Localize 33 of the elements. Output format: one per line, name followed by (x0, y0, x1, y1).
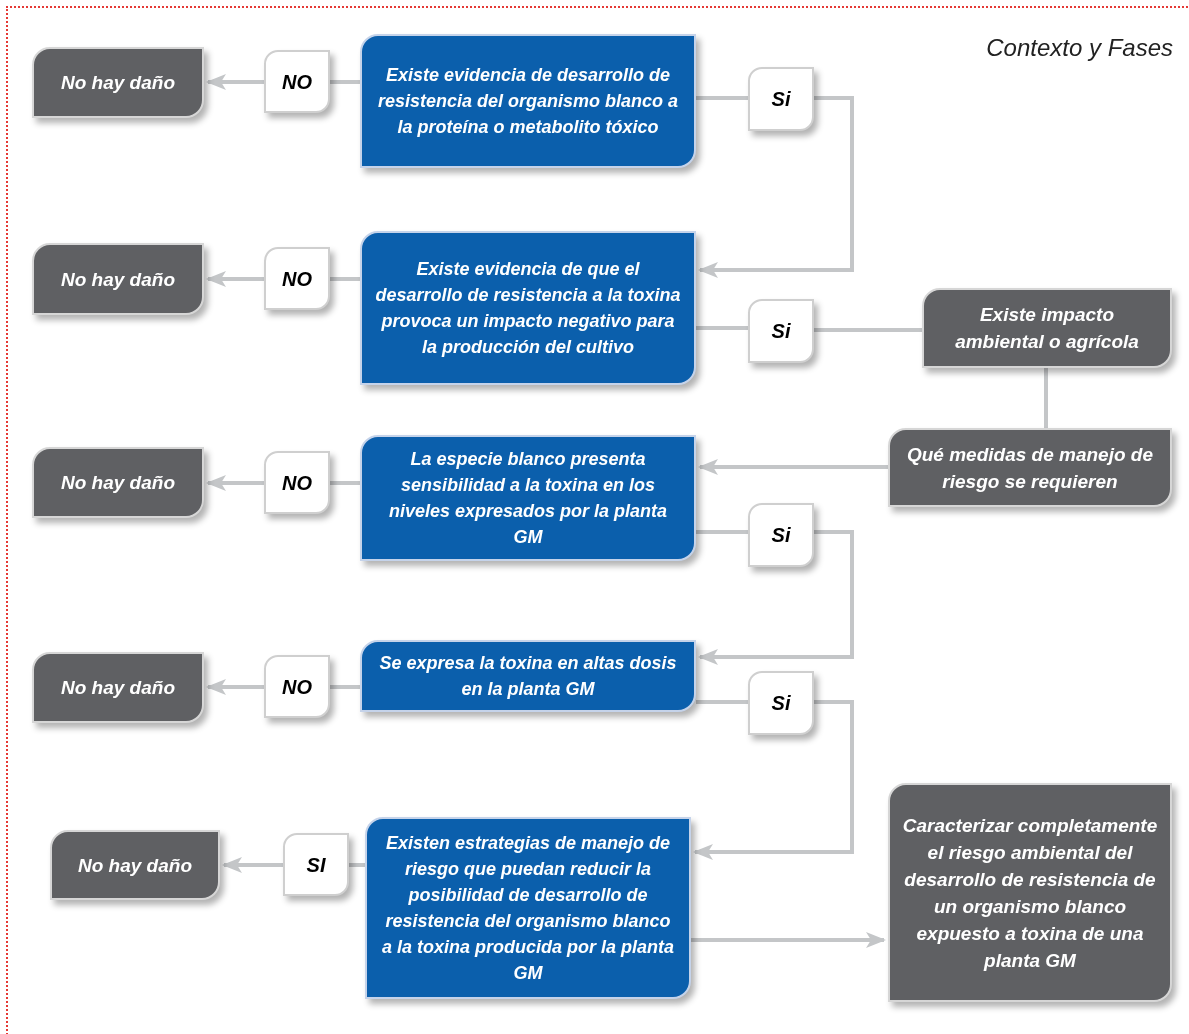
result-box: No hay daño (32, 243, 204, 315)
result-box: Caracterizar completamente el riesgo ambiental del desarrollo de resistencia de un organismo blanco expuesto a toxina de una planta GM (888, 783, 1172, 1002)
question-box: La especie blanco presenta sensibilidad a la toxina en los niveles expresados por la planta GM (360, 435, 696, 561)
connector-arrow (698, 96, 854, 278)
connector-arrow (206, 271, 264, 287)
answer-box: Si (748, 503, 814, 567)
connector-arrow (206, 475, 264, 491)
connector-arrow (691, 932, 886, 948)
result-box: No hay daño (32, 47, 204, 118)
result-box: No hay daño (32, 652, 204, 723)
answer-box: NO (264, 655, 330, 718)
question-box: Se expresa la toxina en altas dosis en la planta GM (360, 640, 696, 712)
connector-arrow (206, 74, 264, 90)
answer-box: Si (748, 67, 814, 131)
connector-arrow (698, 530, 854, 665)
result-box: No hay daño (32, 447, 204, 518)
connector-arrow (206, 679, 264, 695)
connector-arrow (693, 700, 854, 860)
question-box: Existen estrategias de manejo de riesgo que puedan reducir la posibilidad de desarrollo de resistencia del organismo blanco a la toxina producida por la planta GM (365, 817, 691, 999)
answer-box: Si (748, 671, 814, 735)
answer-box: NO (264, 50, 330, 113)
answer-box: SI (283, 833, 349, 896)
section-heading: Contexto y Fases (986, 33, 1173, 63)
result-box: No hay daño (50, 830, 220, 900)
connector-arrow (698, 459, 888, 475)
question-box: Existe evidencia de que el desarrollo de resistencia a la toxina provoca un impacto negativo para la producción del cultivo (360, 231, 696, 385)
answer-box: NO (264, 451, 330, 514)
connector-arrow (222, 857, 283, 873)
answer-box: NO (264, 247, 330, 310)
result-box: Existe impacto ambiental o agrícola (922, 288, 1172, 368)
question-box: Existe evidencia de desarrollo de resistencia del organismo blanco a la proteína o metabolito tóxico (360, 34, 696, 168)
result-box: Qué medidas de manejo de riesgo se requieren (888, 428, 1172, 507)
answer-box: Si (748, 299, 814, 363)
